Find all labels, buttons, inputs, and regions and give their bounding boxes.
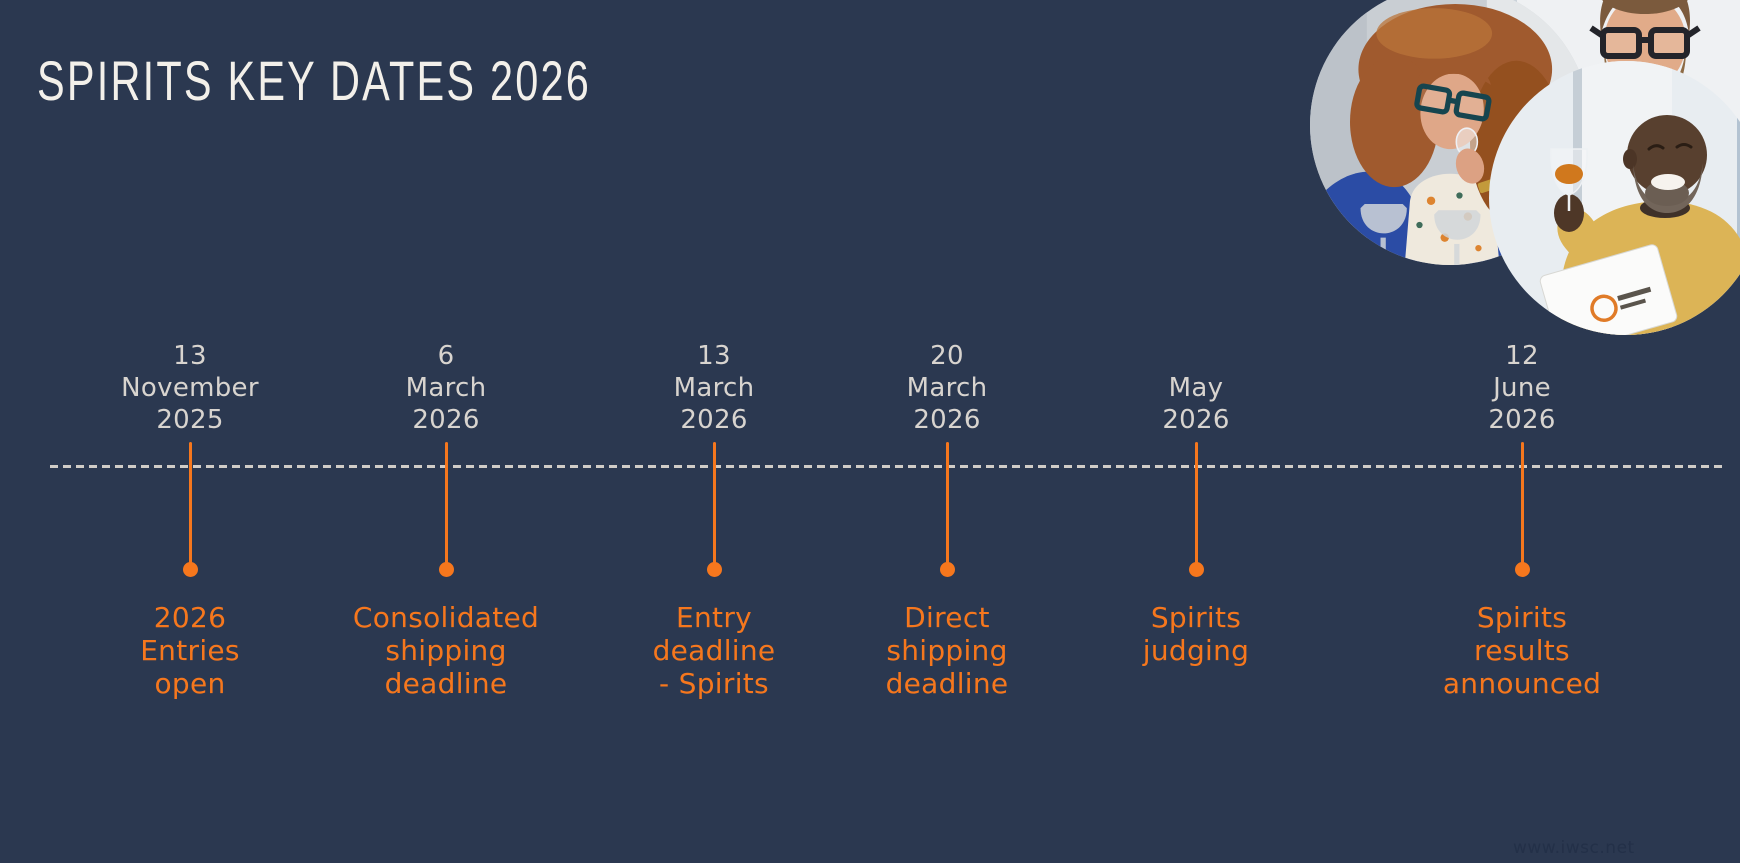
event-label-line: shipping (385, 634, 507, 667)
event-connector-line (1514, 442, 1530, 577)
event-date-line: 6 (437, 341, 455, 371)
glasses-icon (1414, 83, 1492, 122)
event-date-line: 13 (173, 341, 207, 371)
event-connector-line (438, 442, 454, 577)
event-label-line: Consolidated (352, 601, 540, 634)
event-dot-icon (1188, 562, 1204, 577)
event-label-line: Spirits (1150, 601, 1242, 634)
event-label-line: shipping (886, 634, 1008, 667)
page-title: SPIRITS KEY DATES 2026 (37, 49, 592, 112)
event-label-line: Entries (140, 634, 240, 667)
event-label-line: Entry (676, 601, 752, 634)
event-connector-line (706, 442, 722, 577)
event-dot-icon (706, 562, 722, 577)
event-date-line: 2026 (1488, 405, 1556, 435)
event-connector-line (182, 442, 198, 577)
event-date-line: March (906, 373, 988, 403)
event-date-line: March (673, 373, 755, 403)
event-label-line: Direct (904, 601, 990, 634)
event-date-line: 2026 (680, 405, 748, 435)
event-date-line: May (1168, 373, 1224, 403)
event-label-line: deadline (885, 667, 1009, 700)
event-date-line: 2025 (156, 405, 224, 435)
event-date-line: 2026 (913, 405, 981, 435)
event-dot-icon (182, 562, 198, 577)
event-date-line: 12 (1505, 341, 1539, 371)
event-date-line: March (405, 373, 487, 403)
event-label-line: judging (1142, 634, 1250, 667)
photo-judge-smiling-man-tablet (1489, 61, 1740, 335)
watermark-url: www.iwsc.net (1513, 838, 1635, 858)
event-label-line: 2026 (153, 601, 227, 634)
event-date-line: 2026 (412, 405, 480, 435)
spirit-glass-icon (1550, 148, 1588, 211)
event-label-line: Spirits (1476, 601, 1568, 634)
event-label-line: deadline (384, 667, 508, 700)
event-date-line: June (1493, 373, 1551, 403)
event-label-line: deadline (652, 634, 776, 667)
glasses-icon (1589, 25, 1701, 59)
event-date-line: 20 (930, 341, 964, 371)
event-date-line: 2026 (1162, 405, 1230, 435)
event-label-line: results (1474, 634, 1570, 667)
event-label-line: announced (1442, 667, 1602, 700)
event-dot-icon (1514, 562, 1530, 577)
event-connector-line (939, 442, 955, 577)
event-dot-icon (939, 562, 955, 577)
judge-smiling-man-illustration (1489, 61, 1740, 335)
event-label-line: - Spirits (659, 667, 769, 700)
event-connector-line (1188, 442, 1204, 577)
event-dot-icon (438, 562, 454, 577)
event-date-line: November (121, 373, 259, 403)
event-date-line: 13 (697, 341, 731, 371)
timeline-axis-dashed-line (50, 465, 1724, 468)
event-label-line: open (154, 667, 226, 700)
